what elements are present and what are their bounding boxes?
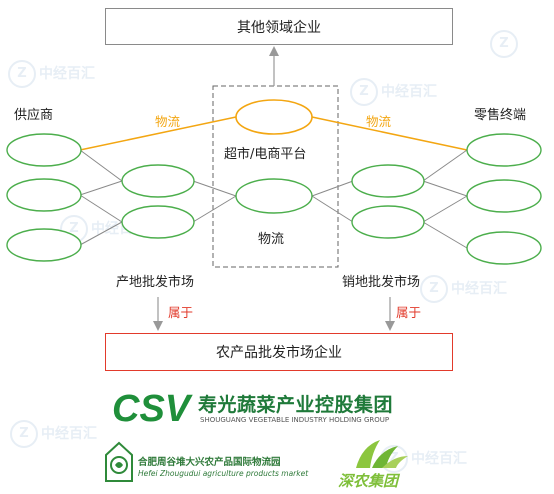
sales-market-label: 销地批发市场 — [342, 275, 421, 290]
belongs-left-label: 属于 — [168, 305, 194, 320]
arrow-left-down-head — [153, 321, 163, 331]
supermarket-node — [235, 99, 313, 135]
watermark: Z — [490, 30, 521, 58]
retail-node-2 — [466, 179, 542, 213]
retail-node-3 — [466, 231, 542, 265]
supermarket-label: 超市/电商平台 — [224, 143, 307, 162]
orange-line-left — [79, 116, 237, 151]
supplier-label: 供应商 — [14, 108, 54, 123]
center-dashed-frame — [212, 85, 339, 268]
shennong-emblem-icon — [356, 440, 408, 468]
left-connectors — [79, 149, 237, 246]
logistics-left-label: 物流 — [155, 114, 181, 129]
shouguang-en-name: SHOUGUANG VEGETABLE INDUSTRY HOLDING GRO… — [200, 416, 390, 424]
logistics-center-label: 物流 — [258, 232, 285, 247]
belongs-right-label: 属于 — [396, 305, 422, 320]
hefei-emblem-icon — [105, 441, 133, 482]
sales-market-node-1 — [351, 164, 425, 198]
arrow-right-down-head — [385, 321, 395, 331]
hefei-logo: 合肥周谷堆大兴农产品国际物流园 Hefei Zhougudui agricult… — [104, 441, 308, 487]
supplier-node-3 — [6, 228, 82, 262]
other-industry-box: 其他领域企业 — [105, 8, 453, 45]
sales-market-node-2 — [351, 205, 425, 239]
retail-label: 零售终端 — [474, 108, 527, 123]
shennong-logo: 深农集团 — [330, 436, 420, 490]
hefei-cn-name: 合肥周谷堆大兴农产品国际物流园 — [138, 457, 281, 468]
retail-node-1 — [466, 133, 542, 167]
logistics-right-label: 物流 — [366, 114, 392, 129]
wholesale-market-enterprise-box: 农产品批发市场企业 — [105, 333, 453, 371]
hefei-en-name: Hefei Zhougudui agriculture products mar… — [138, 469, 309, 478]
right-connectors — [311, 149, 468, 249]
origin-market-node-2 — [121, 205, 195, 239]
svg-text:CSV: CSV — [112, 388, 193, 430]
supplier-node-1 — [6, 133, 82, 167]
shennong-name: 深农集团 — [338, 472, 399, 490]
shouguang-cn-name: 寿光蔬菜产业控股集团 — [198, 394, 394, 416]
orange-line-right — [311, 116, 468, 151]
origin-market-node-1 — [121, 164, 195, 198]
origin-market-label: 产地批发市场 — [116, 275, 195, 290]
csv-logo-icon: CSV — [112, 388, 193, 430]
arrow-to-top-head — [269, 46, 279, 56]
supplier-node-2 — [6, 178, 82, 212]
logistics-node — [235, 178, 313, 214]
shouguang-logo: CSV 寿光蔬菜产业控股集团 SHOUGUANG VEGETABLE INDUS… — [112, 388, 412, 432]
